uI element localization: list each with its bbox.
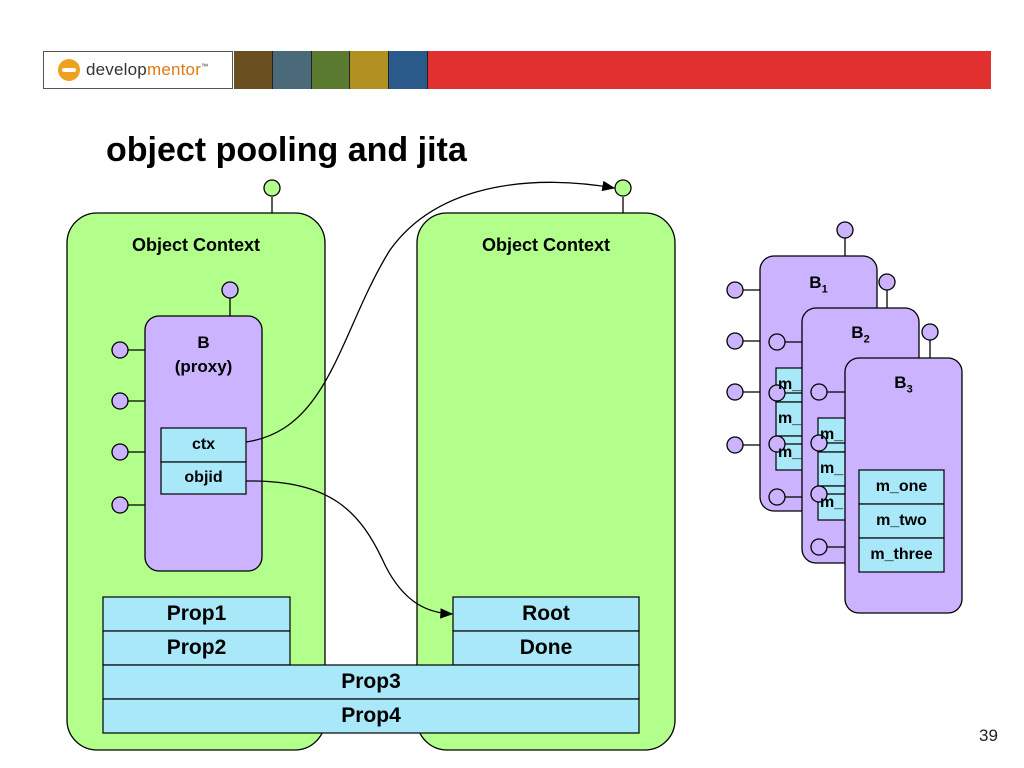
pool-b2-method: m_ [820, 460, 844, 477]
pool-b2-label: B2 [851, 323, 870, 346]
pool-b3-method: m_two [876, 512, 927, 529]
objid-field: objid [184, 469, 223, 486]
pool-b1-label: B1 [809, 273, 828, 296]
header-red-bar [428, 51, 991, 89]
pool-b2-method: m_ [820, 426, 844, 443]
header-image-strip [234, 51, 428, 89]
ctx-field: ctx [191, 436, 216, 453]
ctx-to-context-arrow [245, 180, 616, 443]
proxy-object [111, 281, 263, 572]
done-cell: Done [519, 636, 573, 659]
objid-to-root-arrow [245, 480, 454, 619]
logo-mark-icon [58, 59, 80, 81]
proxy-label-line1: B [197, 333, 210, 352]
root-cell: Root [522, 602, 570, 625]
context-interface-circle [263, 179, 281, 197]
context-interface-circle [614, 179, 632, 197]
right-context-label: Object Context [481, 235, 610, 255]
pool-b3-label: B3 [894, 373, 913, 396]
prop2-cell: Prop2 [166, 636, 227, 659]
slide-number: 39 [979, 726, 998, 745]
logo-text: developmentor™ [86, 60, 209, 79]
developmentor-logo: developmentor™ [43, 51, 233, 89]
prop1-cell: Prop1 [166, 602, 227, 625]
prop4-cell: Prop4 [341, 704, 401, 727]
slide-title: object pooling and jita [106, 131, 467, 169]
left-context-label: Object Context [131, 235, 260, 255]
pool-b3-method: m_one [875, 478, 928, 495]
pool-object-b3 [810, 323, 963, 614]
proxy-label-line2: (proxy) [174, 357, 233, 376]
pool-b1-method: m_ [778, 410, 802, 427]
pool-b1-method: m_ [778, 376, 802, 393]
prop3-cell: Prop3 [341, 670, 401, 693]
pool-b1-method: m_ [778, 444, 802, 461]
pool-b2-method: m_ [820, 494, 844, 511]
pool-b3-method: m_three [870, 546, 933, 563]
property-tables [102, 596, 640, 734]
